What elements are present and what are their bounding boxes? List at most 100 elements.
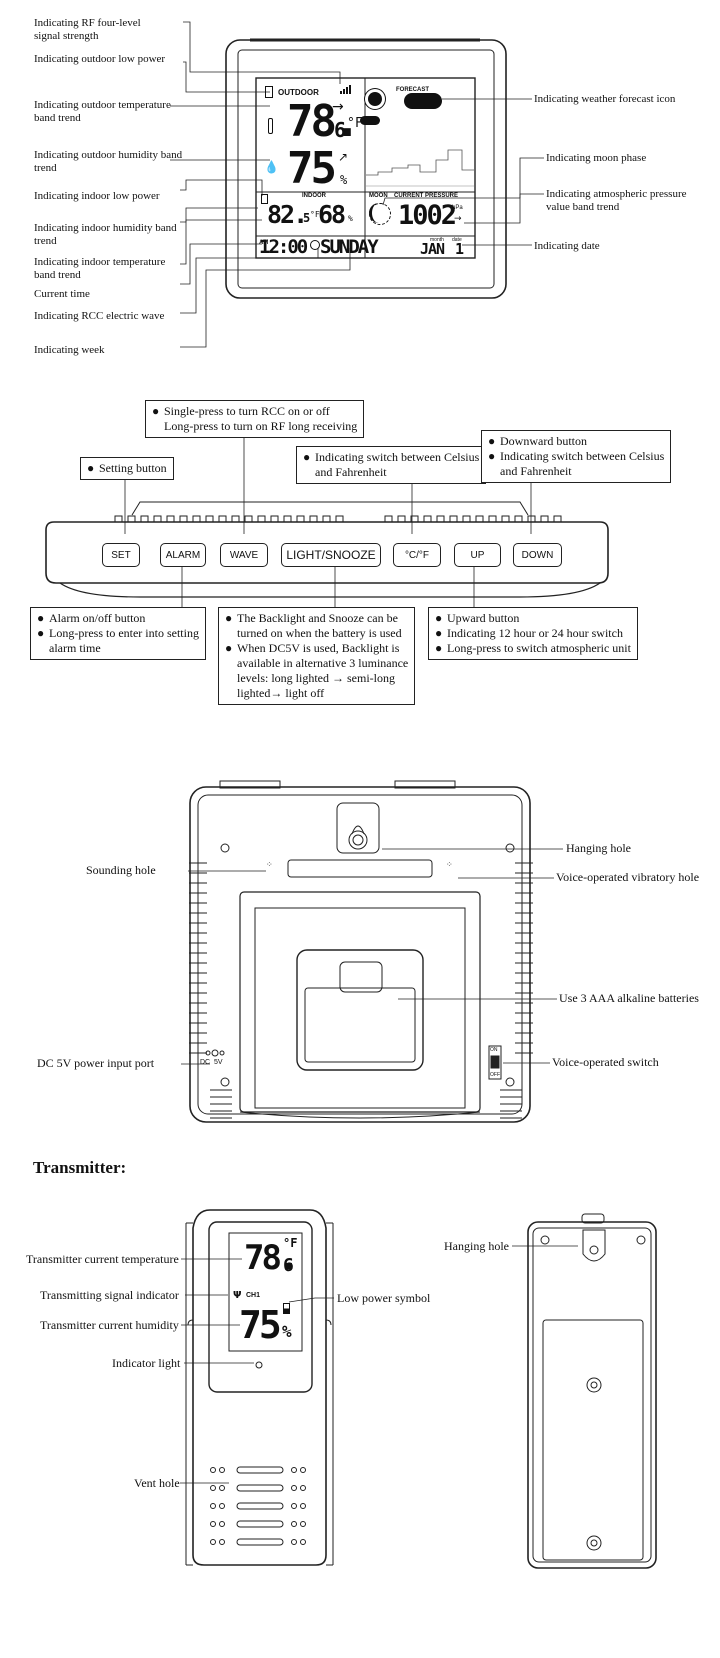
- current-pressure-label: CURRENT PRESSURE: [394, 193, 459, 199]
- moon-crescent-icon: [369, 203, 381, 223]
- callout-light-line: lighted→ light off: [237, 686, 325, 700]
- vent-slot: [236, 1502, 284, 1510]
- outdoor-humidity-trend-arrow-icon: ↗: [338, 150, 349, 164]
- label-transmitter-temp: Transmitter current temperature: [26, 1252, 179, 1266]
- ridge: [475, 515, 484, 522]
- ridge: [218, 515, 227, 522]
- ridge: [309, 515, 318, 522]
- ridge: [205, 515, 214, 522]
- callout-light-snooze: ●The Backlight and Snooze can be turned …: [218, 607, 416, 705]
- sounding-hole-dots-icon: ⁘: [266, 860, 273, 869]
- ridge: [166, 515, 175, 522]
- label-voice-vibratory-hole: Voice-operated vibratory hole: [556, 870, 700, 884]
- vent-dot: [210, 1503, 216, 1509]
- ridge: [244, 515, 253, 522]
- ridge: [410, 515, 419, 522]
- indoor-temperature-unit: °F: [310, 210, 320, 219]
- callout-setting: ●Setting button: [80, 457, 174, 480]
- alarm-button[interactable]: ALARM: [160, 543, 206, 567]
- label-week: Indicating week: [34, 344, 105, 356]
- light-snooze-button[interactable]: LIGHT/SNOOZE: [281, 543, 381, 567]
- vent-dot: [300, 1503, 306, 1509]
- humidity-drops-icon: 💧: [264, 160, 279, 174]
- celsius-fahrenheit-button[interactable]: °C/°F: [393, 543, 441, 567]
- label-dc-port: DC 5V power input port: [37, 1056, 155, 1070]
- label-indoor-humidity-trend: Indicating indoor humidity band trend: [34, 222, 177, 247]
- outdoor-temp-trend-arrow-icon: →: [332, 99, 344, 115]
- signal-strength-icon: [340, 84, 354, 94]
- ridge: [553, 515, 562, 522]
- transmitter-back-outline: [527, 1213, 657, 1569]
- transmitter-heading: Transmitter:: [33, 1158, 127, 1177]
- ridge: [462, 515, 471, 522]
- callout-alarm-line: Long-press to enter into setting: [49, 626, 199, 640]
- outdoor-humidity-value: 75: [287, 143, 337, 194]
- ridge: [322, 515, 331, 522]
- ridge: [449, 515, 458, 522]
- callout-cf-line: and Fahrenheit: [315, 465, 387, 479]
- tx-low-battery-icon: [283, 1303, 290, 1314]
- label-rcc-wave: Indicating RCC electric wave: [34, 310, 165, 322]
- front-leaders-left: [170, 21, 351, 348]
- label-outdoor-temp-trend: Indicating outdoor temperature band tren…: [34, 99, 171, 124]
- ridge: [127, 515, 136, 522]
- indoor-battery-icon: [261, 194, 268, 204]
- thermometer-icon: [268, 118, 273, 134]
- back-leaders: [181, 848, 563, 1065]
- vent-dot: [291, 1467, 297, 1473]
- callout-alarm-line: alarm time: [49, 641, 101, 655]
- back-vent-slots: [189, 862, 533, 1119]
- label-hanging-hole: Hanging hole: [566, 841, 631, 855]
- down-button[interactable]: DOWN: [513, 543, 562, 567]
- vent-dot: [210, 1467, 216, 1473]
- up-button[interactable]: UP: [454, 543, 501, 567]
- ridge: [283, 515, 292, 522]
- callout-up-line: Indicating 12 hour or 24 hour switch: [447, 626, 623, 640]
- switch-on-mark: ON: [490, 1047, 498, 1053]
- callout-up-line: Long-press to switch atmospheric unit: [447, 641, 631, 655]
- vent-slot: [236, 1466, 284, 1474]
- label-batteries: Use 3 AAA alkaline batteries: [559, 991, 699, 1005]
- button-strip-outline: [45, 501, 609, 598]
- set-button[interactable]: SET: [102, 543, 140, 567]
- label-date: Indicating date: [534, 240, 600, 252]
- ridge: [114, 515, 123, 522]
- tx-temperature-unit: °F: [283, 1236, 298, 1250]
- label-pressure-trend: Indicating atmospheric pressure value ba…: [546, 188, 687, 213]
- indoor-temperature-decimal: 5: [303, 211, 311, 225]
- vent-dot: [219, 1485, 225, 1491]
- callout-down: ●Downward button ●Indicating switch betw…: [481, 430, 672, 483]
- callout-celsius-fahrenheit: ●Indicating switch between Celsius and F…: [296, 446, 487, 484]
- ridge: [501, 515, 510, 522]
- callout-light-line: The Backlight and Snooze can be: [237, 611, 398, 625]
- transmitter-front-leaders: [180, 1258, 334, 1484]
- callout-down-line: Downward button: [500, 434, 587, 448]
- transmitter-front-outline: [185, 1209, 334, 1566]
- tx-temperature-decimal: 6: [283, 1255, 294, 1276]
- weather-forecast-cloud-icon: [404, 93, 442, 109]
- pressure-trend-arrow-icon: →: [454, 214, 462, 224]
- ridge: [540, 515, 549, 522]
- label-current-time: Current time: [34, 288, 90, 300]
- ridge: [296, 515, 305, 522]
- label-back-hanging-hole: Hanging hole: [444, 1239, 509, 1253]
- vent-dot: [210, 1539, 216, 1545]
- callout-cf-line: Indicating switch between Celsius: [315, 450, 480, 464]
- vent-dot: [219, 1521, 225, 1527]
- forecast-label: FORECAST: [396, 87, 429, 93]
- callout-light-line: turned on when the battery is used: [237, 626, 402, 640]
- callout-light-line: levels: long lighted → semi-long: [237, 671, 395, 685]
- vent-dot: [219, 1539, 225, 1545]
- outdoor-label: OUTDOOR: [278, 88, 319, 97]
- wave-button[interactable]: WAVE: [220, 543, 268, 567]
- ridge: [514, 515, 523, 522]
- sun-icon: [368, 92, 382, 106]
- indoor-label: INDOOR: [302, 193, 326, 199]
- cloud-rain-icon: [360, 116, 380, 125]
- ridge: [231, 515, 240, 522]
- vent-dot: [300, 1467, 306, 1473]
- callout-light-line: When DC5V is used, Backlight is: [237, 641, 400, 655]
- label-indicator-light: Indicator light: [112, 1356, 181, 1370]
- vent-dot: [219, 1467, 225, 1473]
- tx-humidity-unit: %: [282, 1322, 292, 1341]
